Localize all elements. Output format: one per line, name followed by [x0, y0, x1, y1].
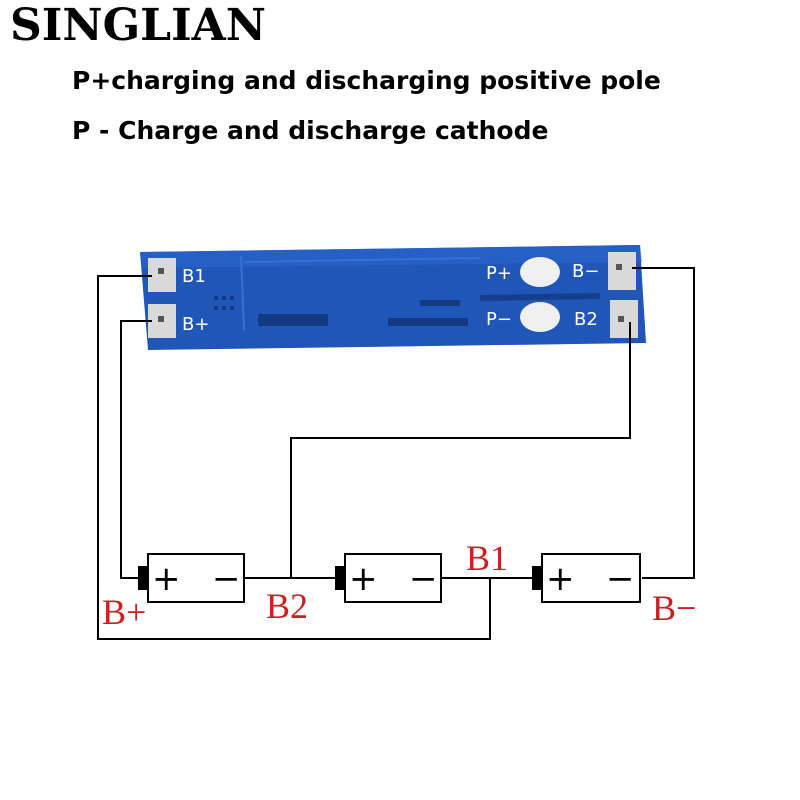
note-cathode: P - Charge and discharge cathode — [72, 116, 549, 145]
wire-b2 — [290, 322, 631, 578]
protection-board: B1 B+ P+ P− B− B2 — [140, 245, 646, 350]
battery-cell-2: + − — [335, 553, 442, 603]
silk-pplus: P+ — [486, 263, 512, 284]
cell-terminal — [138, 566, 148, 590]
pcb-chip — [388, 318, 468, 326]
cell-body — [147, 553, 245, 603]
wires — [97, 267, 695, 640]
wire-bplus — [120, 320, 152, 579]
pad-b1 — [148, 258, 176, 292]
cell-terminal — [335, 566, 345, 590]
cell-minus-sign: − — [606, 559, 635, 599]
pcb-component — [222, 296, 226, 300]
wire-b1 — [97, 275, 491, 640]
cell-plus-sign: + — [152, 559, 181, 599]
cell-plus-sign: + — [349, 559, 378, 599]
pcb-component — [230, 296, 234, 300]
pcb-component — [222, 306, 226, 310]
cell-body — [541, 553, 641, 603]
brand-title: SINGLIAN — [10, 0, 267, 51]
pcb-trace — [240, 255, 245, 331]
silk-b2: B2 — [574, 309, 598, 330]
label-bminus: B− — [652, 588, 696, 628]
pad-hole — [618, 316, 624, 322]
wire-bminus — [632, 267, 695, 579]
cell-terminal — [532, 566, 542, 590]
silk-pminus: P− — [486, 309, 512, 330]
battery-cell-3: + − — [532, 553, 641, 603]
cell-plus-sign: + — [546, 559, 575, 599]
label-b2: B2 — [266, 586, 308, 626]
pcb-component — [214, 306, 218, 310]
silk-bplus: B+ — [182, 314, 209, 335]
pad-hole — [616, 264, 622, 270]
pad-pplus — [520, 257, 560, 287]
pad-pminus — [520, 302, 560, 332]
cell-minus-sign: − — [409, 559, 438, 599]
pcb-trace — [243, 257, 481, 263]
pcb-trace — [479, 293, 601, 301]
silk-b1: B1 — [182, 266, 206, 287]
pad-hole — [158, 316, 164, 322]
pcb-component — [214, 296, 218, 300]
pcb-components — [214, 296, 468, 326]
label-b1: B1 — [466, 538, 508, 578]
cell-minus-sign: − — [212, 559, 241, 599]
pcb-chip — [420, 300, 460, 306]
pad-hole — [158, 268, 164, 274]
pad-bminus — [608, 252, 636, 290]
pcb-chip — [258, 314, 328, 326]
silk-bminus: B− — [572, 261, 599, 282]
cell-body — [344, 553, 442, 603]
note-positive-pole: P+charging and discharging positive pole — [72, 66, 661, 95]
pcb-component — [230, 306, 234, 310]
battery-cell-1: + − — [138, 553, 245, 603]
label-bplus: B+ — [102, 592, 146, 632]
